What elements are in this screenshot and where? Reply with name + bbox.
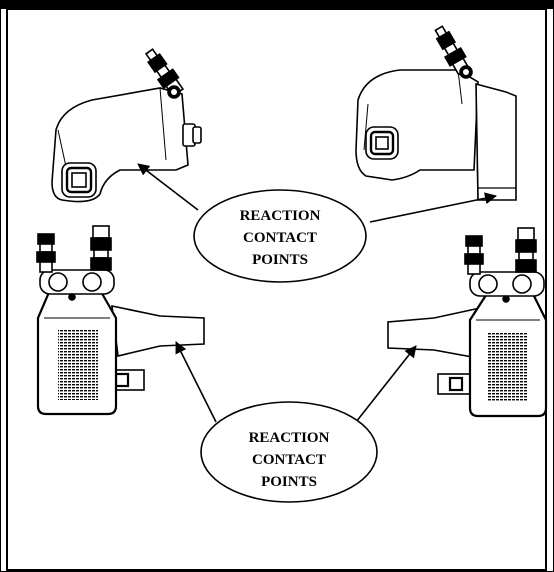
callout-bottom: REACTION CONTACT POINTS: [175, 341, 417, 503]
callout-line-3: POINTS: [261, 474, 317, 490]
callout-top: REACTION CONTACT POINTS: [137, 163, 497, 283]
callout-ellipse: [193, 189, 367, 283]
square-drive-wrench-bottom-right: [387, 227, 548, 418]
arrow-to-top-right-tool: [369, 192, 497, 223]
arrow-to-top-left-tool: [137, 163, 199, 211]
square-drive-wrench-bottom-left: [36, 225, 205, 416]
top-band: [0, 0, 554, 9]
arrow-to-bottom-right-tool: [355, 345, 417, 423]
callout-line-1: REACTION: [240, 208, 321, 224]
arrow-to-bottom-left-tool: [175, 341, 217, 423]
callout-line-2: CONTACT: [243, 230, 317, 246]
low-profile-wrench-top-right: [355, 25, 517, 201]
low-profile-wrench-top-left: [51, 48, 202, 203]
callout-line-3: POINTS: [252, 252, 308, 268]
callout-line-2: CONTACT: [252, 452, 326, 468]
callout-ellipse: [200, 401, 378, 503]
callout-line-1: REACTION: [249, 430, 330, 446]
